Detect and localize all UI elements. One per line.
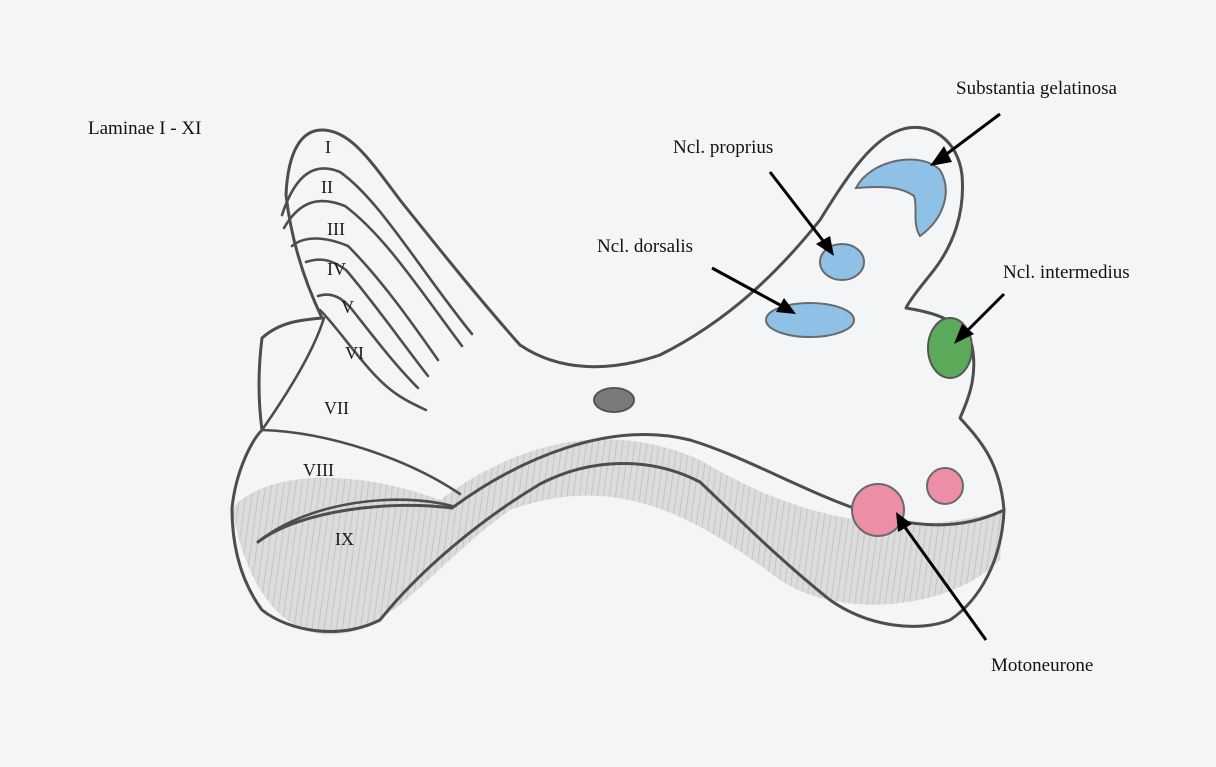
arrow-ncl-dorsalis bbox=[712, 268, 796, 314]
central-canal bbox=[594, 388, 634, 412]
lamina-viii-label: VIII bbox=[303, 460, 334, 480]
lamina-ii-label: II bbox=[321, 177, 333, 197]
lamina-v-label: V bbox=[341, 297, 354, 317]
substantia-gelatinosa-label: Substantia gelatinosa bbox=[956, 78, 1118, 99]
motoneurone-nucleus-large bbox=[852, 484, 904, 536]
lamina-line-6 bbox=[320, 310, 426, 410]
lamina-line-7 bbox=[262, 318, 324, 430]
arrow-ncl-intermedius bbox=[954, 294, 1004, 344]
motoneurone-label: Motoneurone bbox=[991, 655, 1093, 676]
motoneurone-nucleus-small bbox=[927, 468, 963, 504]
lamina-iv-label: IV bbox=[327, 259, 346, 279]
laminae-title: Laminae I - XI bbox=[88, 118, 201, 139]
lamina-vi-label: VI bbox=[345, 343, 364, 363]
lamina-ix-label: IX bbox=[335, 529, 354, 549]
ncl-proprius-label: Ncl. proprius bbox=[673, 137, 773, 158]
ncl-intermedius-label: Ncl. intermedius bbox=[1003, 262, 1130, 283]
arrow-substantia-gelatinosa bbox=[930, 114, 1000, 166]
ncl-dorsalis-label: Ncl. dorsalis bbox=[597, 236, 693, 257]
lamina-i-label: I bbox=[325, 137, 331, 157]
substantia-gelatinosa-region bbox=[856, 160, 946, 236]
lamina-iii-label: III bbox=[327, 219, 345, 239]
lamina-vii-label: VII bbox=[324, 398, 349, 418]
